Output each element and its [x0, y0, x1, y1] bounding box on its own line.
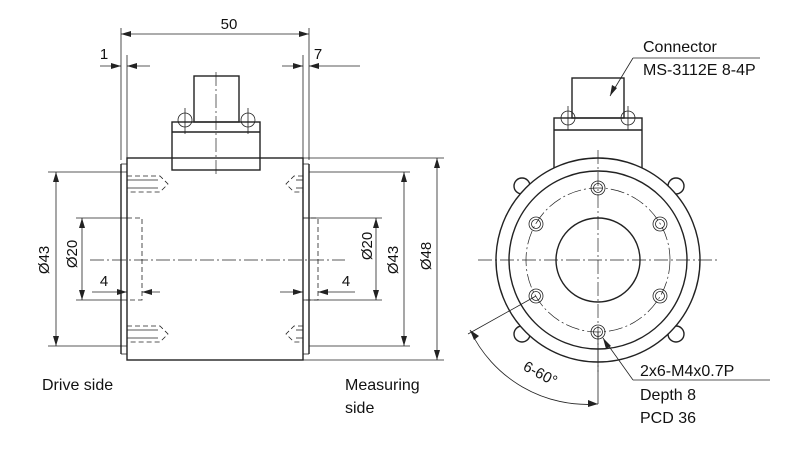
bolt-holes: [528, 180, 668, 340]
side-body: [126, 157, 304, 361]
dim-right-outer-dia: Ø43: [385, 246, 402, 274]
dim-left-inner-dia: Ø20: [64, 240, 81, 268]
dim-right-depth: 4: [342, 273, 350, 290]
side-connector-top: [193, 75, 240, 123]
dim-right-inner-dia: Ø20: [359, 232, 376, 260]
front-connector-top: [571, 77, 625, 119]
dim-right-gap: 7: [314, 46, 322, 63]
thread-label-line2: Depth 8: [640, 387, 696, 404]
connector-label-line1: Connector: [643, 39, 717, 56]
label-measuring-side-line1: Measuring: [345, 377, 420, 394]
thread-label-line1: 2x6-M4x0.7P: [640, 363, 734, 380]
label-drive-side: Drive side: [42, 377, 113, 394]
dim-overall-length: 50: [221, 16, 238, 33]
dim-body-dia: Ø48: [418, 242, 435, 270]
dim-left-depth: 4: [100, 273, 108, 290]
label-measuring-side-line2: side: [345, 400, 374, 417]
dim-angle: 6-60°: [520, 358, 560, 390]
dim-left-outer-dia: Ø43: [36, 246, 53, 274]
front-view: 6-60° Connector MS-3112E 8-4P 2x6-M4x0.7…: [467, 39, 770, 427]
side-view: 50 1 7 Ø43 Ø20 4: [36, 16, 444, 417]
connector-label-line2: MS-3112E 8-4P: [643, 62, 756, 79]
thread-label-line3: PCD 36: [640, 410, 696, 427]
dim-left-gap: 1: [100, 46, 108, 63]
